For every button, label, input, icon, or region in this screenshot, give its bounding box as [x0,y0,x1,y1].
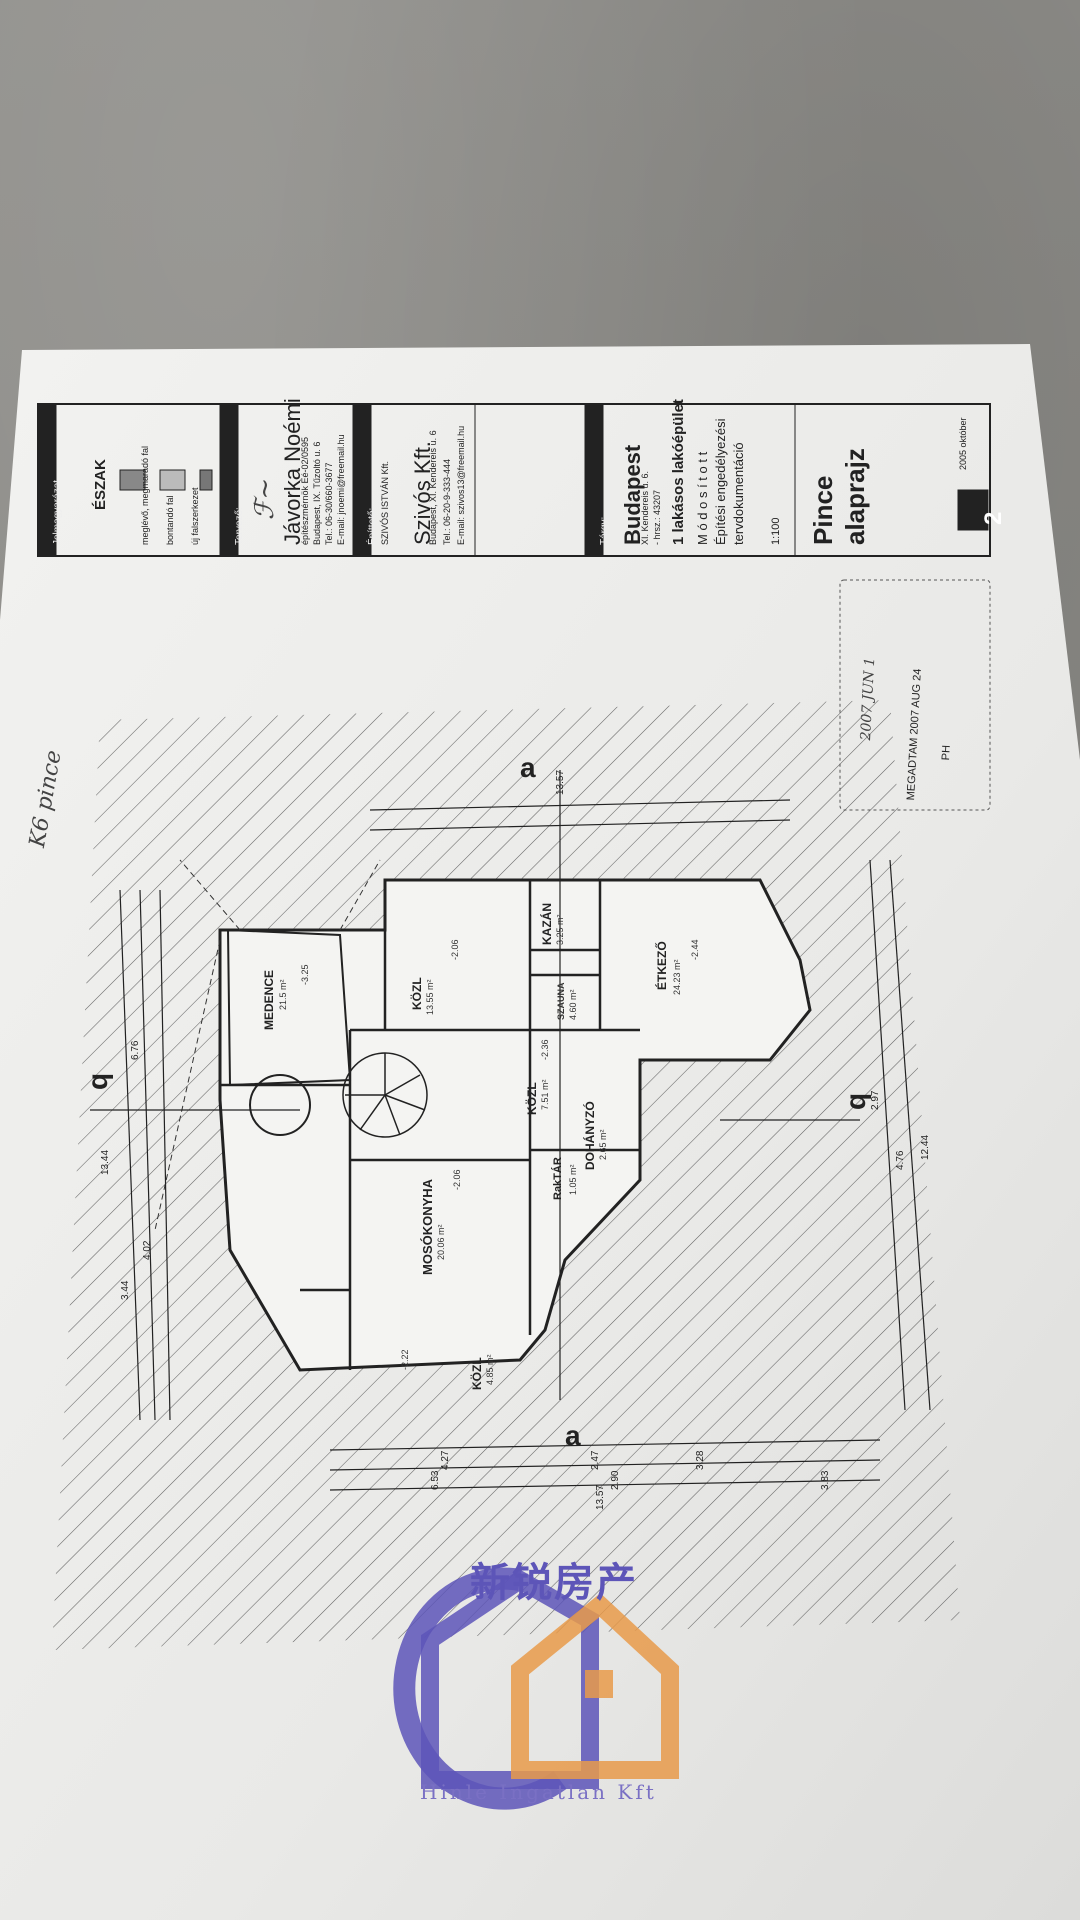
dim-d8: 4.76 [895,1150,906,1170]
hrsz: - hrsz.: 43207 [652,489,662,545]
room-raktar: RakTÁR [552,1157,564,1200]
room-kozl-2-level: -2.36 [540,1039,550,1060]
room-kozl-3: KÖZL [470,1357,484,1390]
north-label: ÉSZAK [92,459,109,510]
building: 1 lakásos lakóépület [670,399,687,545]
section-label-q-right: q [840,1092,871,1110]
room-dohanyzo: DOHÁNYZÓ [583,1101,597,1170]
room-etkezo-area: 24.23 m² [672,959,682,995]
room-kazan-area: 3.25 m² [555,914,565,945]
designer-signature: ℱ~ [250,477,280,520]
dim-d3: 2.47 [590,1450,601,1470]
room-szauna: SZAUNA [556,982,566,1021]
room-kozl-1-level: -2.06 [450,939,460,960]
designer-header: Tervező: [234,507,245,545]
room-szauna-area: 4.60 m² [568,989,578,1020]
room-medence-area: 21.5 m² [278,979,288,1010]
address: XI. Kendereis u. 6. [640,470,650,545]
dim-d11: 4.02 [142,1240,153,1260]
section-label-q-left: q [82,1072,113,1090]
room-kozl-3-area: 4.85 m² [485,1354,495,1385]
spiral-stair [342,1052,428,1138]
contractor-line-2: Tel.: 06-20-9-333-444 [442,458,452,545]
dim-d10: 3.44 [120,1280,131,1300]
designer-line-2: Budapest, IX. Tűzoltó u. 6 [312,441,322,545]
designer-line-1: építészmérnök Éé-02/0595 [300,436,310,545]
room-medence-level: -3.25 [300,964,310,985]
section-label-a-bottom: a [565,1420,581,1451]
room-kozl-3-level: -2.22 [400,1349,410,1370]
legend-item-1: meglévő, megmaradó fal [140,445,150,545]
dim-d6: 3.83 [820,1470,831,1490]
dim-overall-bottom: 13.57 [595,1484,606,1510]
sheet-title-1: Pince [808,475,838,545]
doc-type-1: Építési engedélyezési [713,418,728,545]
contractor-stamp: SZIVÓS ISTVÁN Kft. [380,460,390,545]
dim-overall-left: 13.44 [100,1149,111,1175]
designer-line-3: Tel.: 06-30/660-3677 [324,462,334,545]
room-medence: MEDENCE [262,969,276,1030]
contractor-header: Építtető: [367,507,378,545]
section-label-a-top: a [520,752,536,783]
contractor-line-3: E-mail: szivos13@freemail.hu [456,425,466,545]
interior-walls [220,880,640,1370]
pool [226,928,352,1136]
title-block [37,403,991,557]
stair-lines [154,859,381,1231]
designer-line-4: E-mail: jnoemi@freemail.hu [336,434,346,545]
doc-type-2: tervdokumentáció [731,442,746,545]
room-mosokonyha: MOSÓKONYHA [420,1178,435,1275]
legend-item-2: bontandó fal [165,495,175,545]
scale: 1:100 [770,517,782,545]
approval-stamp [839,579,991,811]
dimension-lines [90,770,931,1491]
room-kazan: KAZÁN [540,903,554,945]
room-kozl-2: KÖZL [525,1082,539,1115]
room-raktar-area: 1.05 m² [568,1164,578,1195]
legend-item-3: új falszerkezet [190,487,200,545]
room-kozl-1: KÖZL [410,977,424,1010]
dim-d4: 3.28 [695,1450,706,1470]
dim-d7: 12.44 [920,1134,931,1160]
room-kozl-2-area: 7.51 m² [540,1079,550,1110]
room-dohanyzo-area: 2.65 m² [598,1129,608,1160]
watermark-cn: 新锐房产 [470,1561,638,1605]
watermark-en: Hinle Ingatlan Kft [420,1780,657,1804]
room-etkezo: ÉTKEZŐ [655,941,669,990]
dim-d2: 4.27 [440,1450,451,1470]
watermark-logo [393,1567,679,1810]
dim-d1: 6.53 [430,1470,441,1490]
dim-overall-top: 13.57 [555,769,566,795]
legend-header: Jelmagyarázat [52,479,63,545]
room-mosokonyha-area: 20.06 m² [436,1224,446,1260]
contractor-line-1: Budapest, XI. Kendereis u. 6 [428,430,438,545]
dim-d12: 6.76 [130,1040,141,1060]
room-mosokonyha-level: -2.06 [452,1169,462,1190]
status: M ó d o s í t o t t [695,451,710,545]
sheet-number: 2 [980,511,1007,525]
room-etkezo-level: -2.44 [690,939,700,960]
dim-d9: 2.97 [870,1090,881,1110]
dim-d5: 2.90 [610,1470,621,1490]
stamp-sign: PH [940,744,953,761]
floor-plan [218,878,812,1372]
date: 2005 október [958,417,968,470]
subject-header: Tárgy: [599,516,610,545]
room-kozl-1-area: 13.55 m² [425,979,435,1015]
sheet-title-2: alaprajz [840,448,870,545]
